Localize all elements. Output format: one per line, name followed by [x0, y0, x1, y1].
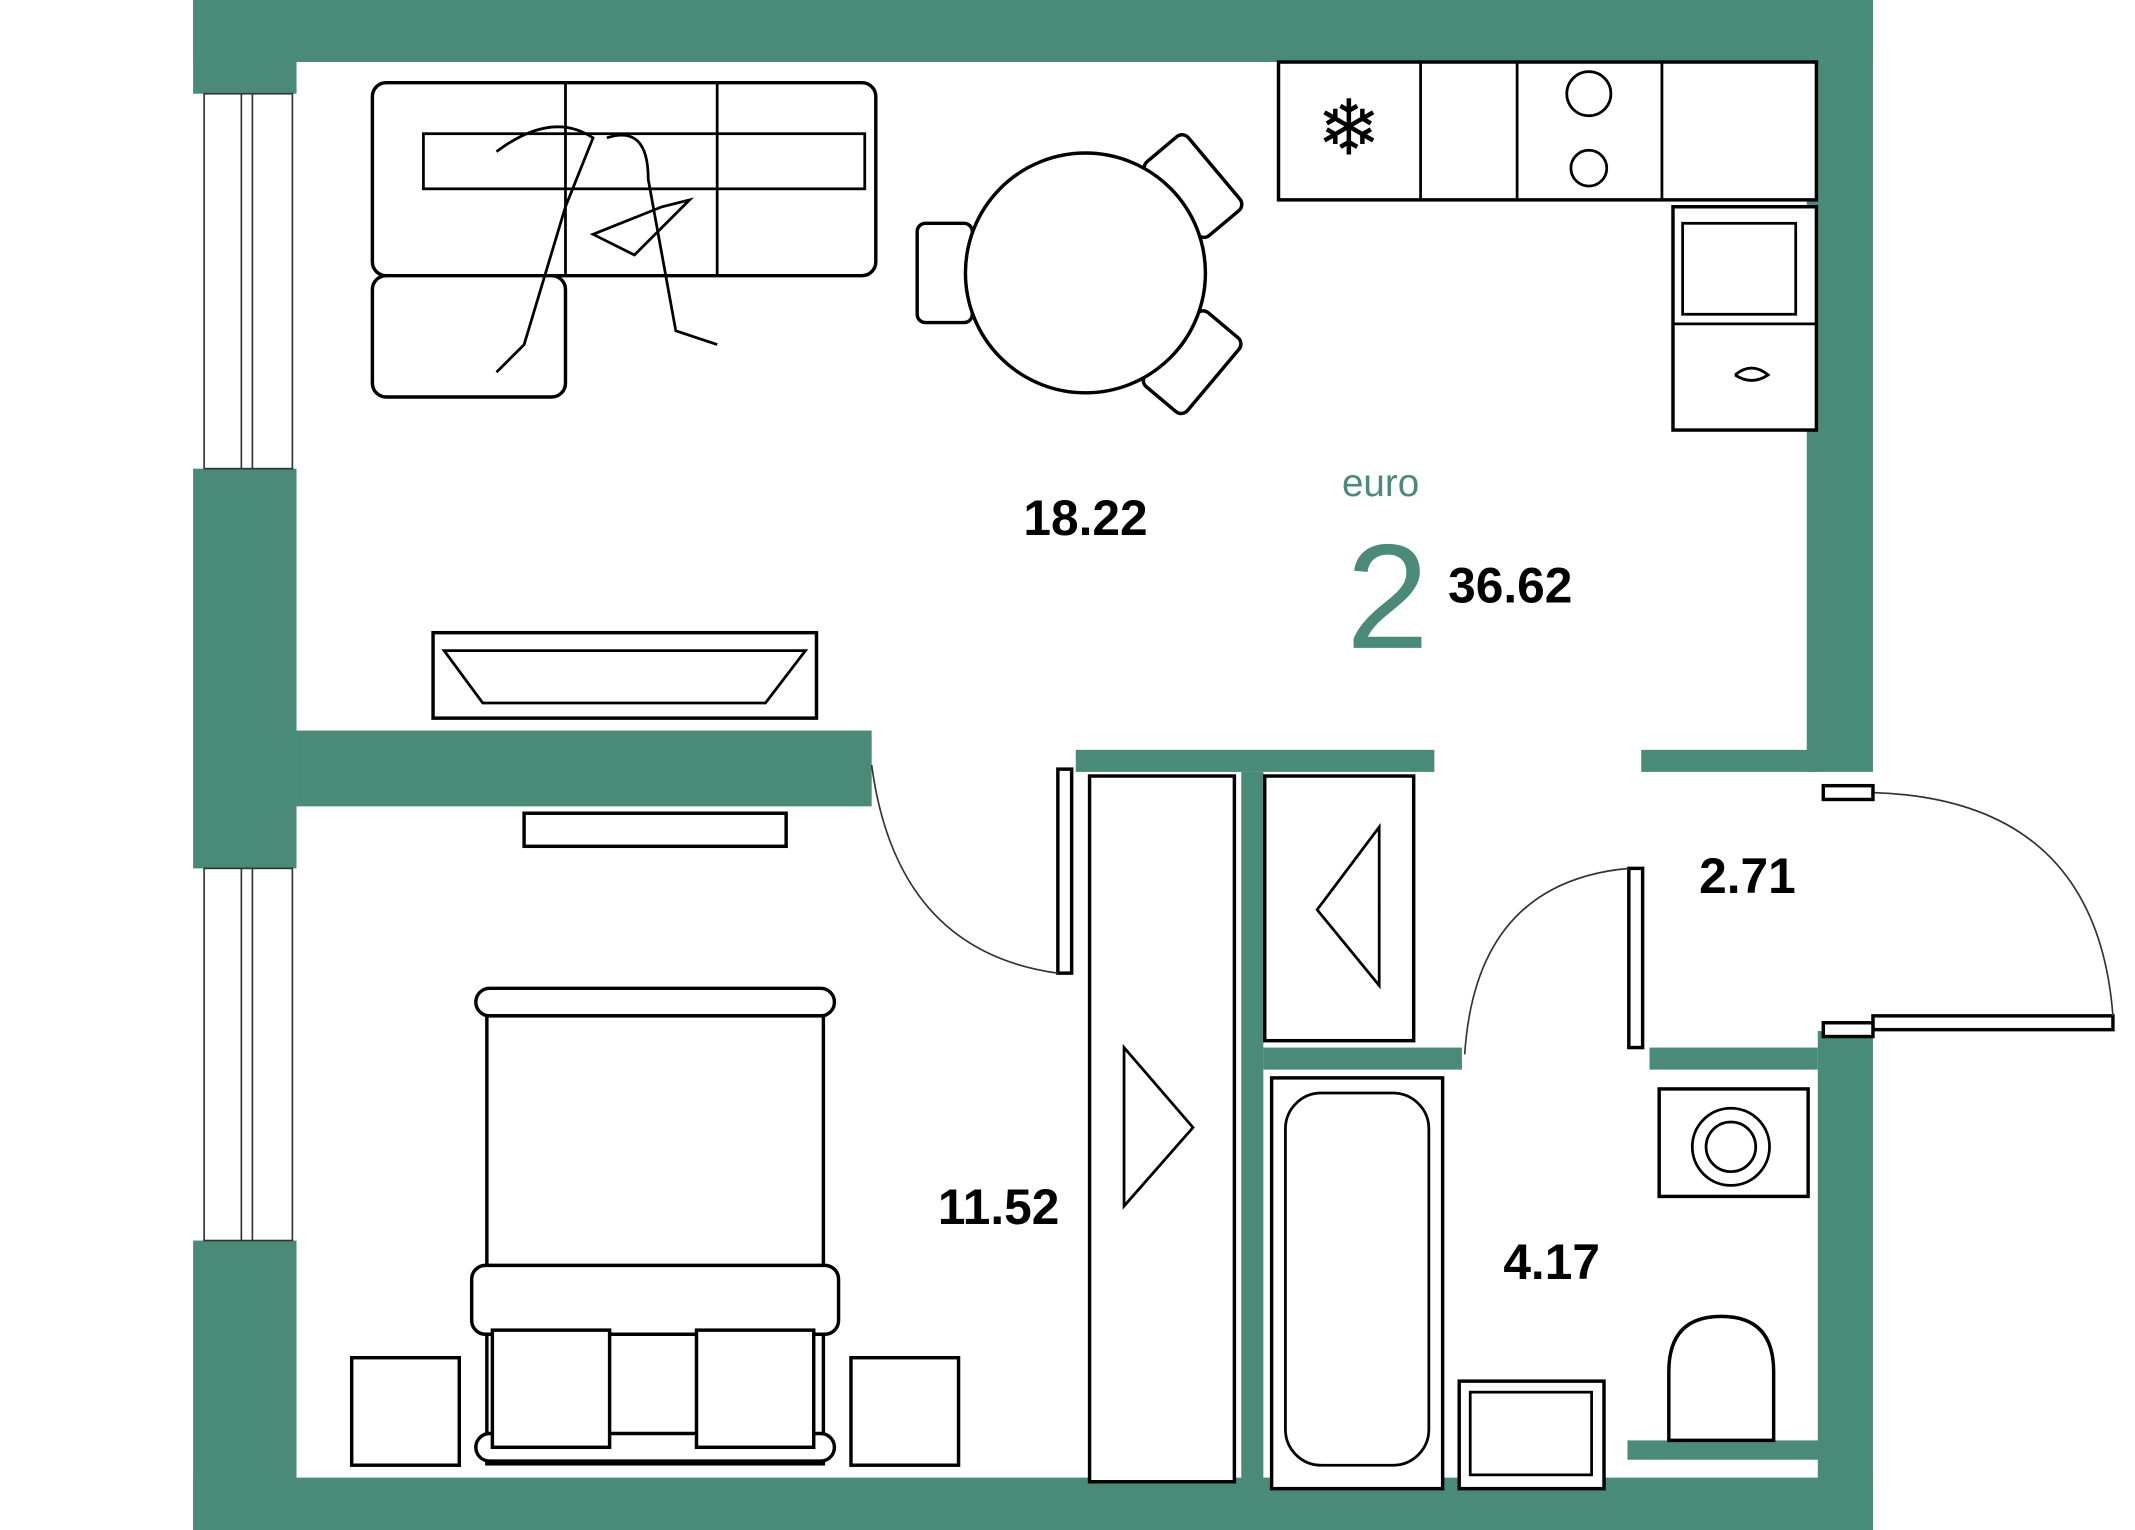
tv-stand	[431, 630, 819, 849]
area-hallway: 2.71	[1699, 848, 1796, 904]
doors	[870, 764, 2115, 1055]
sofa	[370, 80, 878, 399]
area-bedroom: 11.52	[938, 1179, 1059, 1235]
windows	[203, 92, 294, 1242]
wardrobes	[1087, 774, 1416, 1484]
rooms-count: 2	[1346, 513, 1429, 680]
apartment-type-label: euro	[1342, 462, 1419, 505]
total-area: 36.62	[1448, 557, 1572, 613]
area-bathroom: 4.17	[1503, 1234, 1600, 1290]
area-living-kitchen: 18.22	[1023, 490, 1147, 546]
dining-table	[915, 133, 1244, 416]
bathroom-fixtures	[1269, 1076, 1810, 1491]
bed	[349, 986, 961, 1467]
snowflake-icon: ❄	[1316, 83, 1381, 173]
kitchen: ❄	[1276, 60, 1819, 432]
